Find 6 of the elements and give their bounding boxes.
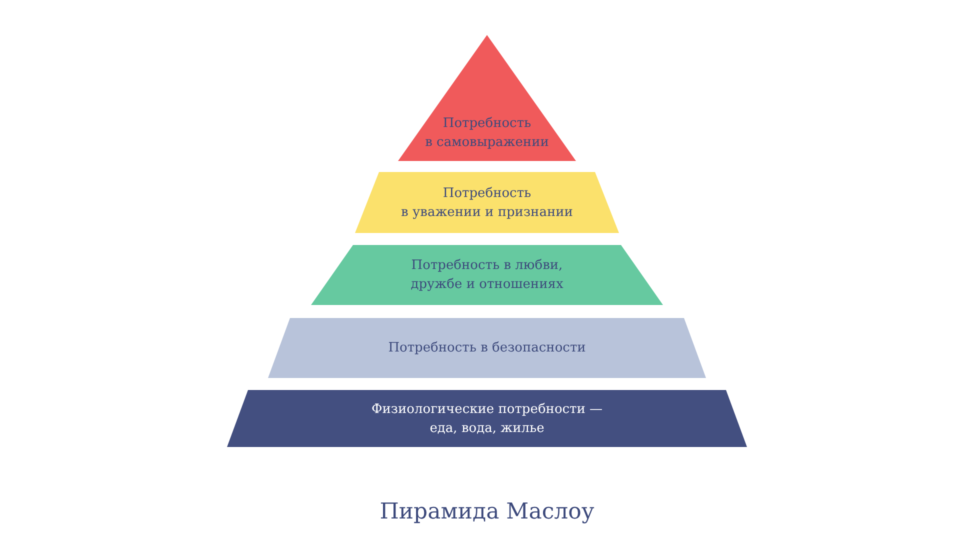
level-label: Потребность в самовыражении bbox=[425, 115, 549, 152]
level-label: Потребность в любви, дружбе и отношениях bbox=[410, 257, 564, 294]
diagram-caption: Пирамида Маслоу bbox=[380, 500, 594, 524]
level-label: Физиологические потребности — еда, вода, жилье bbox=[371, 401, 603, 438]
level-label: Потребность в безопасности bbox=[388, 340, 586, 358]
level-label: Потребность в уважении и признании bbox=[401, 185, 573, 222]
